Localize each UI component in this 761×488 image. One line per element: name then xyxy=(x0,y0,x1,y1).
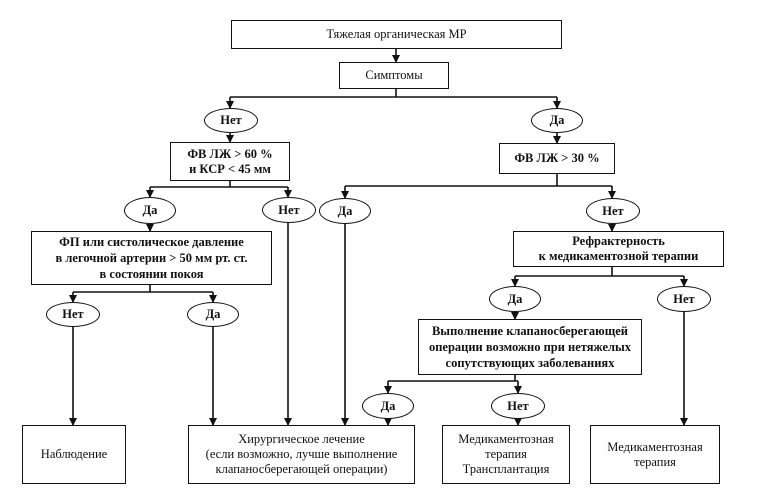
oval-no-2: Нет xyxy=(262,197,316,223)
node-med-line-1: Медикаментозная xyxy=(607,439,703,454)
oval-no-2-text: Нет xyxy=(278,202,300,217)
node-med: Медикаментозная терапия xyxy=(590,425,720,484)
node-symptoms: Симптомы xyxy=(339,62,449,89)
oval-yes-4-text: Да xyxy=(205,307,221,321)
node-ef-right-text: ФВ ЛЖ > 30 % xyxy=(514,151,600,165)
oval-no-4-text: Нет xyxy=(62,307,84,321)
node-med-transplant-line-1: Медикаментозная xyxy=(458,432,554,446)
node-valve-line-1: Выполнение клапаносберегающей xyxy=(431,324,629,338)
oval-no-6: Нет xyxy=(491,393,545,419)
oval-yes-2-text: Да xyxy=(142,203,158,217)
oval-no-1-text: Нет xyxy=(220,113,242,127)
oval-no-5-text: Нет xyxy=(673,291,695,306)
oval-yes-6: Да xyxy=(362,393,414,419)
oval-yes-5-text: Да xyxy=(507,291,523,306)
oval-yes-3: Да xyxy=(319,198,371,224)
node-med-transplant-line-2: терапия xyxy=(485,447,527,461)
node-root-text: Тяжелая органическая МР xyxy=(326,27,467,41)
node-med-transplant-line-3: Трансплантация xyxy=(462,462,550,476)
node-ef-left-line-2: и КСР < 45 мм xyxy=(189,161,271,176)
node-refractory: Рефрактерность к медикаментозной терапии xyxy=(513,231,724,267)
node-valve: Выполнение клапаносберегающей операции в… xyxy=(418,319,642,375)
oval-no-6-text: Нет xyxy=(507,398,529,413)
node-af: ФП или систолическое давление в легочной… xyxy=(31,231,272,285)
node-med-line-2: терапия xyxy=(634,454,676,469)
node-ef-left-line-1: ФВ ЛЖ > 60 % xyxy=(187,146,273,161)
node-root: Тяжелая органическая МР xyxy=(231,20,562,49)
oval-no-3: Нет xyxy=(586,198,640,224)
oval-yes-5: Да xyxy=(489,286,541,312)
node-refractory-line-2: к медикаментозной терапии xyxy=(538,249,699,263)
oval-no-4: Нет xyxy=(46,302,100,327)
node-valve-line-3: сопутствующих заболеваниях xyxy=(445,356,615,370)
oval-yes-1-text: Да xyxy=(549,113,565,127)
oval-yes-2: Да xyxy=(124,197,176,224)
node-observation: Наблюдение xyxy=(22,425,126,484)
node-surgery-line-1: Хирургическое лечение xyxy=(238,432,365,446)
node-surgery-line-2: (если возможно, лучше выполнение xyxy=(205,447,398,461)
node-af-line-1: ФП или систолическое давление xyxy=(59,235,244,249)
node-ef-left: ФВ ЛЖ > 60 % и КСР < 45 мм xyxy=(170,142,290,181)
node-symptoms-text: Симптомы xyxy=(365,68,423,82)
oval-no-5: Нет xyxy=(657,286,711,312)
node-af-line-2: в легочной артерии > 50 мм рт. ст. xyxy=(55,251,248,265)
node-refractory-line-1: Рефрактерность xyxy=(572,234,665,248)
node-ef-right: ФВ ЛЖ > 30 % xyxy=(499,143,615,174)
node-surgery: Хирургическое лечение (если возможно, лу… xyxy=(188,425,415,484)
node-observation-text: Наблюдение xyxy=(40,447,108,461)
oval-yes-4: Да xyxy=(187,302,239,327)
node-valve-line-2: операции возможно при нетяжелых xyxy=(428,340,632,354)
oval-yes-1: Да xyxy=(531,108,583,133)
oval-no-1: Нет xyxy=(204,108,258,133)
node-af-line-3: в состоянии покоя xyxy=(99,267,204,281)
oval-yes-6-text: Да xyxy=(380,398,396,413)
node-surgery-line-3: клапаносберегающей операции) xyxy=(215,462,388,476)
node-med-transplant: Медикаментозная терапия Трансплантация xyxy=(442,425,570,484)
oval-yes-3-text: Да xyxy=(337,203,353,218)
oval-no-3-text: Нет xyxy=(602,203,624,218)
